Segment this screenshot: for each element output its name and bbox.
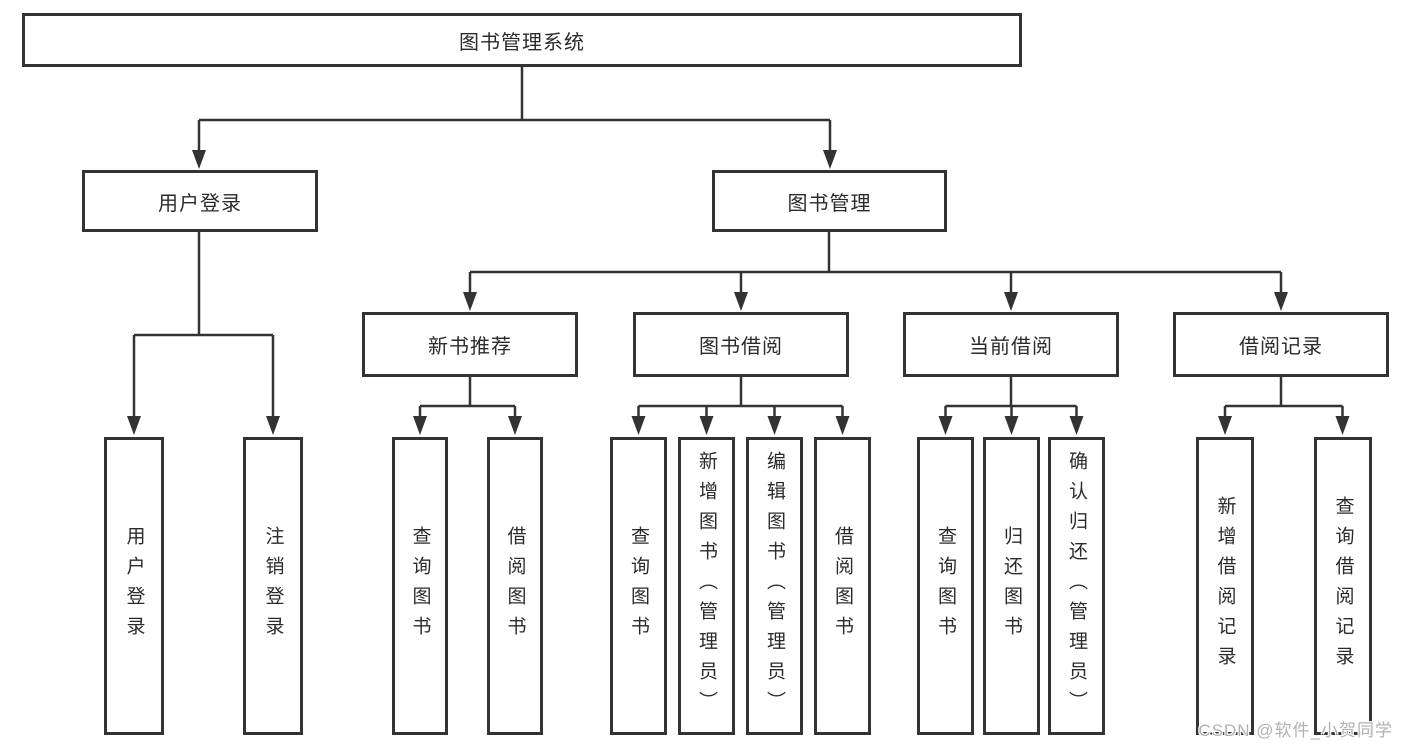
leaf-label: 新增借阅记录: [1214, 496, 1236, 676]
leaf-label: 新增图书（管理员）: [696, 451, 717, 721]
leaf-label: 查询借阅记录: [1332, 496, 1354, 676]
leaf-return-books: 归还图书: [983, 437, 1040, 735]
arrowhead-icons: [127, 150, 1350, 435]
leaf-recommend-borrow-books: 借阅图书: [487, 437, 543, 735]
leaf-logout: 注销登录: [243, 437, 303, 735]
node-label: 图书借阅: [699, 336, 783, 358]
node-label: 图书管理系统: [459, 31, 585, 54]
leaf-add-borrow-record: 新增借阅记录: [1196, 437, 1254, 735]
node-user-login-module: 用户登录: [82, 170, 318, 232]
leaf-borrow-query-books: 查询图书: [610, 437, 667, 735]
leaf-label: 用户登录: [123, 526, 145, 646]
leaf-confirm-return-admin: 确认归还（管理员）: [1048, 437, 1105, 735]
node-label: 用户登录: [158, 192, 242, 215]
node-book-borrow: 图书借阅: [633, 312, 849, 377]
leaf-label: 借阅图书: [504, 526, 526, 646]
leaf-borrow-books: 借阅图书: [814, 437, 871, 735]
leaf-label: 查询图书: [409, 526, 431, 646]
node-borrow-records: 借阅记录: [1173, 312, 1389, 377]
leaf-recommend-query-books: 查询图书: [392, 437, 448, 735]
node-label: 借阅记录: [1239, 336, 1323, 358]
node-book-management-module: 图书管理: [712, 170, 947, 232]
node-current-borrow: 当前借阅: [903, 312, 1119, 377]
leaf-user-login: 用户登录: [104, 437, 164, 735]
leaf-query-borrow-record: 查询借阅记录: [1314, 437, 1372, 735]
leaf-label: 查询图书: [935, 526, 956, 646]
leaf-edit-books-admin: 编辑图书（管理员）: [746, 437, 803, 735]
node-label: 新书推荐: [428, 336, 512, 358]
csdn-watermark: CSDN @软件_小贺同学: [1198, 721, 1393, 740]
leaf-label: 确认归还（管理员）: [1066, 451, 1087, 721]
leaf-current-query-books: 查询图书: [917, 437, 974, 735]
leaf-add-books-admin: 新增图书（管理员）: [678, 437, 735, 735]
leaf-label: 编辑图书（管理员）: [764, 451, 785, 721]
leaf-label: 查询图书: [628, 526, 649, 646]
leaf-label: 注销登录: [262, 526, 284, 646]
leaf-label: 归还图书: [1001, 526, 1022, 646]
node-new-book-recommend: 新书推荐: [362, 312, 578, 377]
node-root-system: 图书管理系统: [22, 13, 1022, 67]
leaf-label: 借阅图书: [832, 526, 853, 646]
node-label: 图书管理: [787, 192, 872, 215]
node-label: 当前借阅: [969, 336, 1053, 358]
